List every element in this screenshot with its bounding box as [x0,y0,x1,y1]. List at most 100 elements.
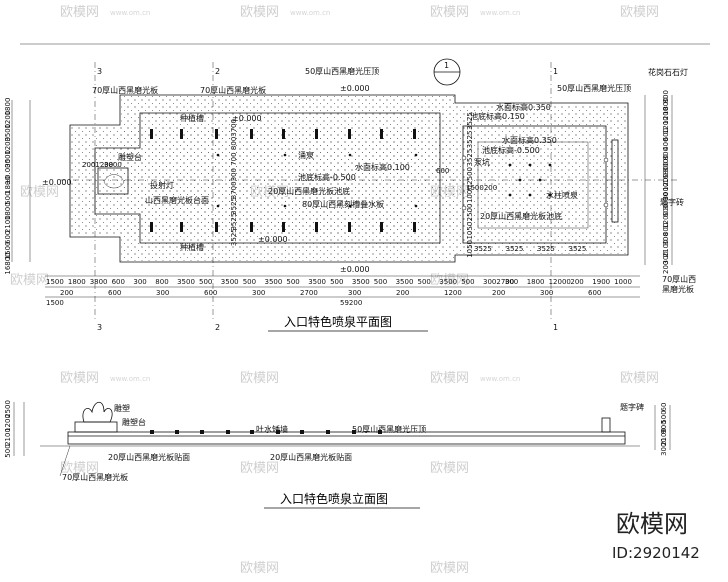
leader-line [59,445,71,477]
dimension-text: 3525 [537,245,555,253]
plan-label: 水柱喷泉 [546,190,578,200]
dimension-text: 600 [108,289,121,297]
dimension-text: 200 [60,289,73,297]
watermark-text: 欧模网 [430,371,469,386]
dimension-text: 600 [4,231,12,244]
fountain-outline [69,94,629,263]
dimension-text: 3525 [466,112,474,130]
dimension-text: 200 [492,289,505,297]
plan-label: 黑磨光板 [662,284,694,294]
dimension-text: 1800 [4,176,12,194]
plan-dimension: 1500200 [466,184,497,192]
dimension-text: 3002700 [483,278,514,286]
plan-label: 涌泉 [298,150,314,160]
stone-paving [456,104,627,254]
plan-label: 水面标高0.100 [355,162,410,172]
dimension-text: 1800 [662,97,670,115]
plan-label: ±0.000 [340,84,370,93]
watermark-text: 欧模网 [20,185,59,200]
dimension-text: ±0.000 [4,159,12,185]
dimension-text: 2500 [466,203,474,221]
dimension-text: 3525 [506,245,524,253]
watermark-text: 欧模网 [60,371,99,386]
elevation-label: 吐水矮墙 [256,424,288,434]
dims-left: 18001200350012003500±0.00018005001800210… [4,98,12,275]
main-pool [94,112,441,244]
dimension-text: 900 [660,420,668,433]
dimension-text: 600 [204,289,217,297]
plan-dimension: 2001200 [82,161,113,169]
dimension-text: 3525 [230,213,238,231]
spring-points [216,153,418,208]
watermark-text: 欧模网 [430,5,469,20]
watermark-text: 欧模网 [10,273,49,288]
dimension-text: 2500 [4,400,12,418]
spout-row-top [150,129,416,139]
sculpture-figure [82,401,113,423]
watermark-url: www.om.cn [110,375,150,383]
dimension-text: 2700 [300,289,318,297]
watermark-url: www.om.cn [480,9,520,17]
elevation-base [67,431,626,445]
dimension-text: 3000 [660,438,668,456]
water-jets [461,155,609,211]
spout-row-bottom [150,222,416,232]
plan-label: 70厚山西黑磨光板 [200,85,266,95]
plan-label: ±0.000 [42,178,72,187]
dimension-text: 1800 [527,278,545,286]
plan-label: 水面标高0.350 [502,135,557,145]
plan-label: 雕塑台 [118,152,142,162]
dimension-text: 500 [243,278,256,286]
elevation-label: 20厚山西黑磨光板贴面 [270,452,352,462]
dimension-text: 800 [230,137,238,150]
dimension-text: 300 [662,251,670,264]
dimension-text: 300 [252,289,265,297]
dimension-text: 1050 [466,222,474,240]
watermark-text: 欧模网 [240,561,279,576]
dimension-text: 600 [112,278,125,286]
dimension-text: 1000 [614,278,632,286]
dimension-text: 1500 [4,241,12,259]
plan-label: 80厚山西黑刻槽叠水板 [302,199,384,209]
watermark-text: 欧模网 [60,461,99,476]
dimension-text: 500 [199,278,212,286]
sculpture-shape [103,174,125,189]
sculpture-base [97,167,129,195]
dimension-text: 300 [156,289,169,297]
plan-label: 池底标高0.150 [470,111,525,121]
dimension-text: 3000 [662,192,670,210]
dimension-text: 300 [230,168,238,181]
dimension-text: 3500 [4,124,12,142]
plan-label: 20厚山西黑磨光板池底 [268,186,350,196]
watermark-text: 欧模网 [430,273,469,288]
dimension-text: 600 [662,128,670,141]
dimension-text: 500 [461,278,474,286]
sculpture-pedestal [74,421,118,433]
elevation-title: 入口特色喷泉立面图 [280,491,388,506]
sign-wall [611,139,619,223]
axis-label: 2 [215,323,220,332]
plan-label: 花岗石石灯 [648,67,688,77]
dimension-text: 500 [374,278,387,286]
plan-label: 池底标高-0.500 [482,145,540,155]
plan-label: 山西黑磨光板台面 [145,195,209,205]
watermark-text: 欧模网 [240,461,279,476]
elevation-label: 雕塑台 [122,417,146,427]
elevation-label: 题字碑 [620,402,644,412]
dimension-text: 1200 [662,107,670,125]
elevation-label: 50厚山西黑磨光压顶 [352,424,426,434]
dimension-text: 3525 [230,228,238,246]
plan-label: 池底标高-0.500 [298,172,356,182]
watermark-url: www.om.cn [480,375,520,383]
watermark-text: 欧模网 [240,5,279,20]
dimension-text: 1900 [592,278,610,286]
dimension-text: 800 [662,90,670,103]
dimension-text: 300 [133,278,146,286]
dimension-text: 600 [662,204,670,217]
plan-label: ±0.000 [340,265,370,274]
dimension-text: 500 [330,278,343,286]
